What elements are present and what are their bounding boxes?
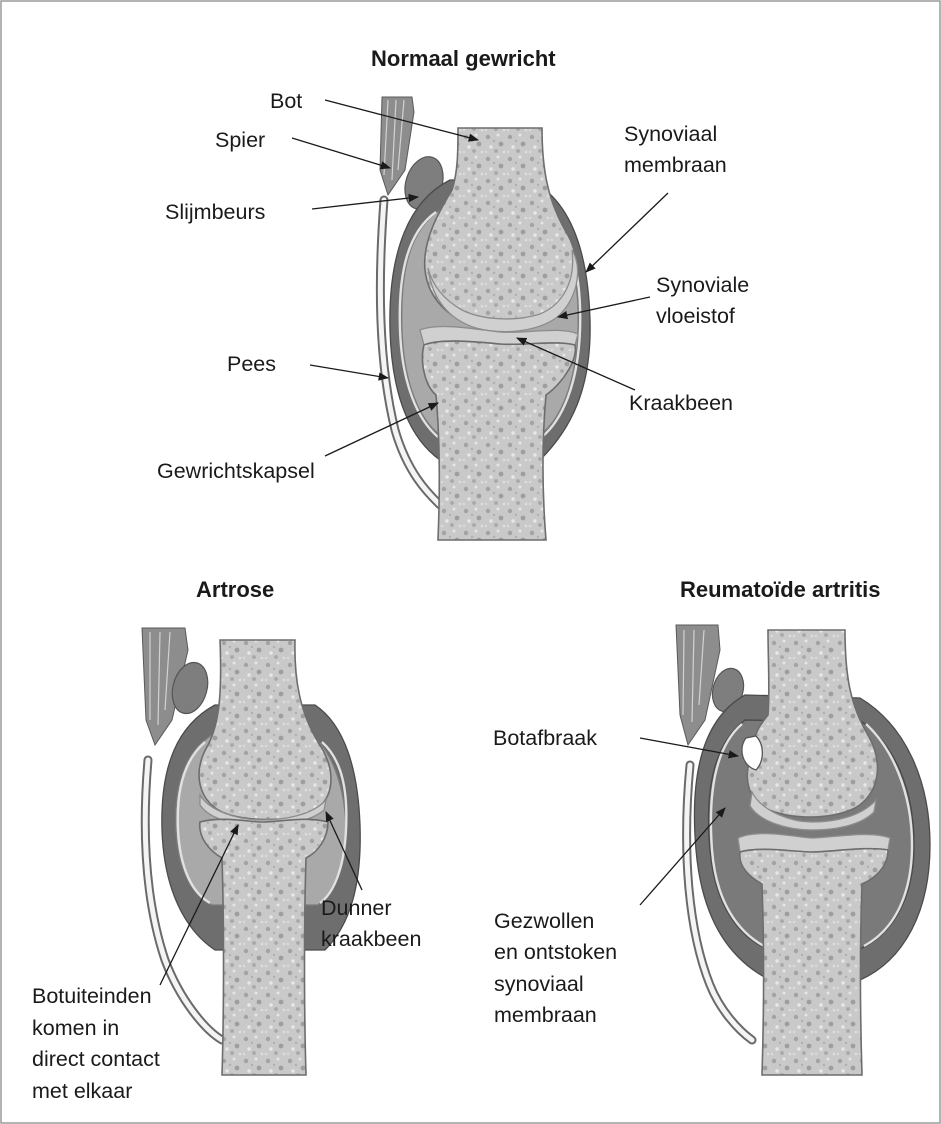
label-dunner-kraakbeen-2: kraakbeen: [321, 927, 421, 951]
label-spier: Spier: [215, 128, 265, 152]
label-gezwollen-1: Gezwollen: [494, 909, 594, 933]
label-botuiteinden-3: direct contact: [32, 1047, 160, 1071]
upper-bone-ra: [747, 630, 877, 817]
title-normal: Normaal gewricht: [371, 46, 556, 71]
label-synoviale-vloeistof-1: Synoviale: [656, 273, 749, 297]
title-artrose: Artrose: [196, 577, 274, 602]
label-kraakbeen: Kraakbeen: [629, 391, 733, 415]
label-botafbraak: Botafbraak: [493, 726, 597, 750]
label-synoviale-vloeistof-2: vloeistof: [656, 304, 735, 328]
label-gezwollen-2: en ontstoken: [494, 940, 617, 964]
arrow-spier: [292, 138, 390, 168]
arrow-synoviaal-membraan: [586, 193, 668, 272]
normal-joint: Normaal gewricht Bot Spier Slijmbeurs Pe…: [157, 46, 749, 540]
label-botuiteinden-2: komen in: [32, 1016, 119, 1040]
artrose-joint: Artrose Botuiteinden komen in direct con…: [32, 577, 421, 1103]
label-synoviaal-membraan-1: Synoviaal: [624, 122, 717, 146]
arrow-pees: [310, 365, 388, 378]
label-botuiteinden-1: Botuiteinden: [32, 984, 152, 1008]
label-synoviaal-membraan-2: membraan: [624, 153, 727, 177]
label-slijmbeurs: Slijmbeurs: [165, 200, 265, 224]
label-gezwollen-3: synoviaal: [494, 972, 584, 996]
upper-bone-artrose: [199, 640, 331, 820]
label-pees: Pees: [227, 352, 276, 376]
ra-joint: Reumatoïde artritis Botafbraak Gezwollen…: [493, 577, 930, 1075]
label-bot: Bot: [270, 89, 302, 113]
label-gewrichtskapsel: Gewrichtskapsel: [157, 459, 315, 483]
title-ra: Reumatoïde artritis: [680, 577, 881, 602]
label-gezwollen-4: membraan: [494, 1003, 597, 1027]
arrow-slijmbeurs: [312, 197, 418, 209]
label-dunner-kraakbeen-1: Dunner: [321, 896, 392, 920]
label-botuiteinden-4: met elkaar: [32, 1079, 132, 1103]
